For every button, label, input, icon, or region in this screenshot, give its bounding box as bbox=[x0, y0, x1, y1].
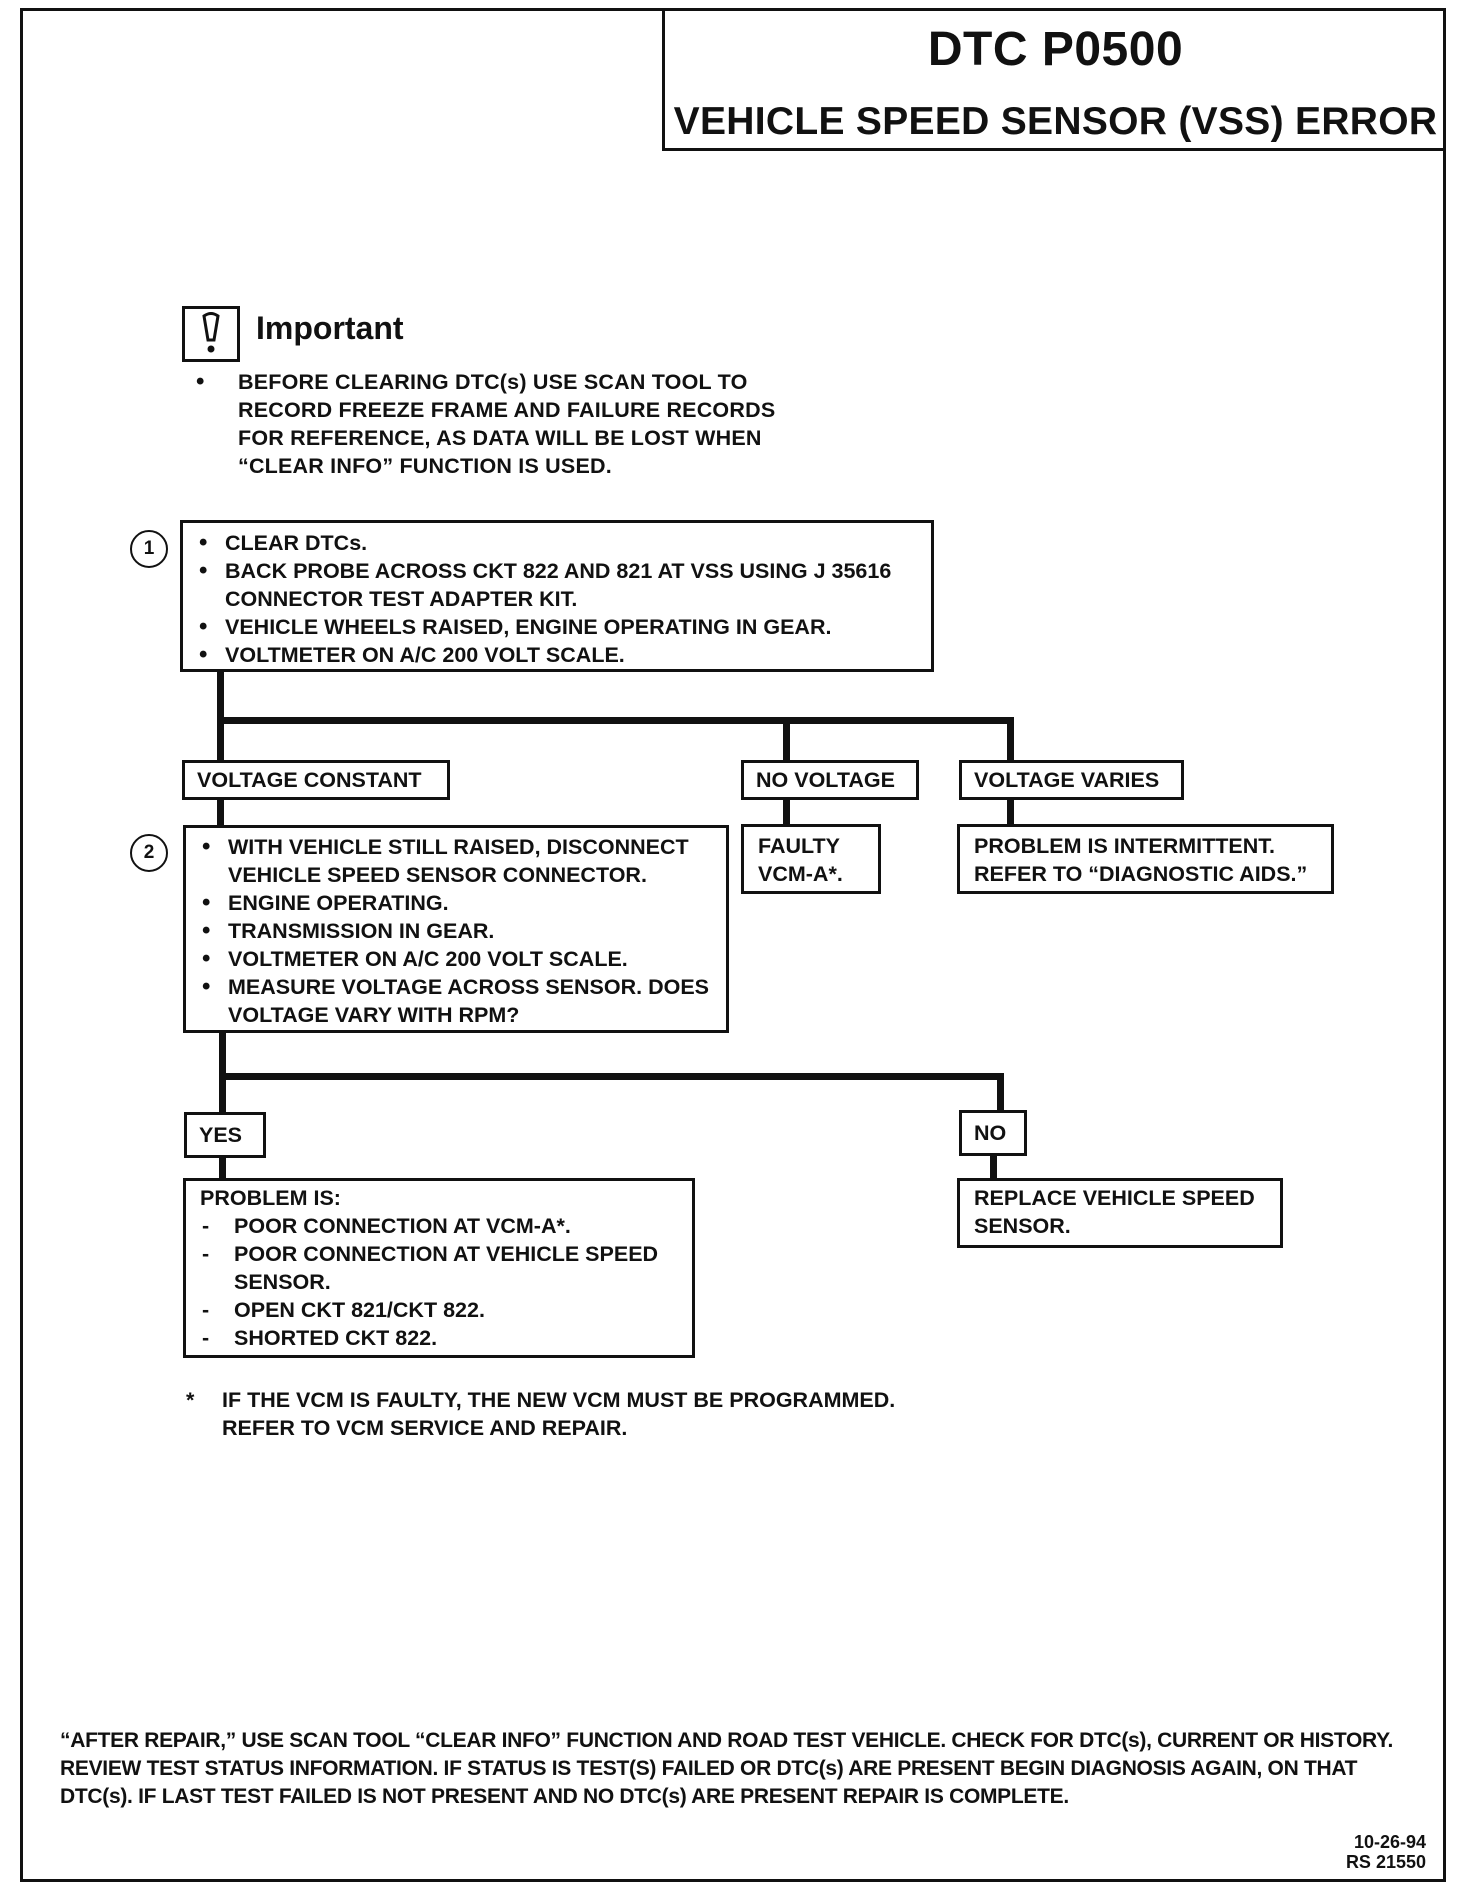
important-bullet: BEFORE CLEARING DTC(s) USE SCAN TOOL TO … bbox=[184, 368, 804, 480]
page-border bbox=[20, 8, 1446, 1882]
connector bbox=[217, 717, 1014, 724]
problem-item: SHORTED CKT 822. bbox=[200, 1324, 684, 1352]
step-2-number: 2 bbox=[130, 834, 168, 872]
faulty-vcm-result: FAULTY VCM-A*. bbox=[741, 824, 881, 894]
dtc-title: VEHICLE SPEED SENSOR (VSS) ERROR bbox=[673, 100, 1438, 143]
step-1-item: VEHICLE WHEELS RAISED, ENGINE OPERATING … bbox=[187, 613, 923, 641]
connector bbox=[783, 717, 790, 762]
problem-is-heading: PROBLEM IS: bbox=[200, 1186, 341, 1210]
document-reference: 10-26-94 RS 21550 bbox=[1346, 1832, 1426, 1872]
problem-item: POOR CONNECTION AT VEHICLE SPEED SENSOR. bbox=[200, 1240, 684, 1296]
connector bbox=[219, 1158, 226, 1180]
footnote: * IF THE VCM IS FAULTY, THE NEW VCM MUST… bbox=[186, 1386, 946, 1442]
step-1-item: CLEAR DTCs. bbox=[187, 529, 923, 557]
no-voltage-label: NO VOLTAGE bbox=[741, 760, 919, 800]
problem-is-result: PROBLEM IS: POOR CONNECTION AT VCM-A*. P… bbox=[183, 1178, 695, 1358]
dtc-code: DTC P0500 bbox=[927, 23, 1184, 76]
step-2-item: ENGINE OPERATING. bbox=[190, 889, 718, 917]
yes-label: YES bbox=[184, 1112, 266, 1158]
connector bbox=[1007, 800, 1014, 826]
intermittent-result: PROBLEM IS INTERMITTENT. REFER TO “DIAGN… bbox=[957, 824, 1334, 894]
footnote-mark: * bbox=[186, 1388, 195, 1412]
doc-id: RS 21550 bbox=[1345, 1852, 1426, 1872]
faulty-vcm-text: FAULTY VCM-A*. bbox=[758, 834, 843, 886]
no-label: NO bbox=[959, 1110, 1027, 1156]
important-icon bbox=[182, 306, 240, 362]
step-2-item: MEASURE VOLTAGE ACROSS SENSOR. DOES VOLT… bbox=[190, 973, 718, 1029]
voltage-varies-label: VOLTAGE VARIES bbox=[959, 760, 1184, 800]
step-1-box: CLEAR DTCs. BACK PROBE ACROSS CKT 822 AN… bbox=[180, 520, 934, 672]
important-note: BEFORE CLEARING DTC(s) USE SCAN TOOL TO … bbox=[184, 368, 804, 480]
step-1-item: BACK PROBE ACROSS CKT 822 AND 821 AT VSS… bbox=[187, 557, 923, 613]
problem-item: POOR CONNECTION AT VCM-A*. bbox=[200, 1212, 684, 1240]
connector bbox=[1007, 717, 1014, 762]
important-label: Important bbox=[256, 310, 404, 346]
problem-item: OPEN CKT 821/CKT 822. bbox=[200, 1296, 684, 1324]
step-2-item: VOLTMETER ON A/C 200 VOLT SCALE. bbox=[190, 945, 718, 973]
step-2-item: TRANSMISSION IN GEAR. bbox=[190, 917, 718, 945]
replace-sensor-text: REPLACE VEHICLE SPEED SENSOR. bbox=[974, 1186, 1255, 1238]
doc-date: 10-26-94 bbox=[1353, 1832, 1426, 1852]
connector bbox=[783, 800, 790, 826]
connector bbox=[217, 800, 224, 828]
after-repair-note: “AFTER REPAIR,” USE SCAN TOOL “CLEAR INF… bbox=[60, 1729, 1394, 1808]
connector bbox=[997, 1073, 1004, 1113]
title-box: DTC P0500 VEHICLE SPEED SENSOR (VSS) ERR… bbox=[662, 8, 1446, 151]
replace-sensor-result: REPLACE VEHICLE SPEED SENSOR. bbox=[957, 1178, 1283, 1248]
step-1-item: VOLTMETER ON A/C 200 VOLT SCALE. bbox=[187, 641, 923, 669]
intermittent-text: PROBLEM IS INTERMITTENT. REFER TO “DIAGN… bbox=[974, 834, 1308, 886]
voltage-constant-label: VOLTAGE CONSTANT bbox=[182, 760, 450, 800]
step-2-item: WITH VEHICLE STILL RAISED, DISCONNECT VE… bbox=[190, 833, 718, 889]
step-1-number: 1 bbox=[130, 530, 168, 568]
connector bbox=[990, 1156, 997, 1180]
connector bbox=[219, 1073, 1004, 1080]
step-2-box: WITH VEHICLE STILL RAISED, DISCONNECT VE… bbox=[183, 825, 729, 1033]
footnote-text: IF THE VCM IS FAULTY, THE NEW VCM MUST B… bbox=[222, 1388, 896, 1440]
